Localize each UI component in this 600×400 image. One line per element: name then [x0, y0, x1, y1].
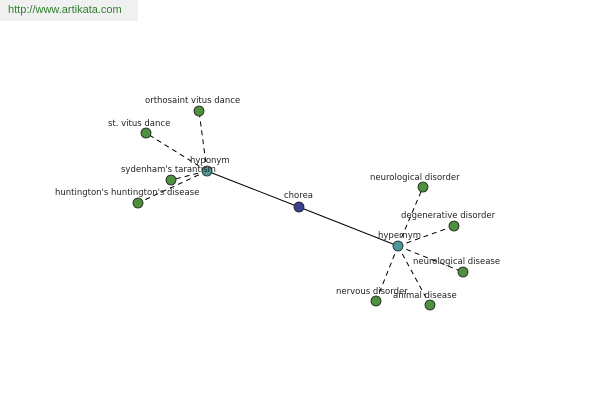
edge-hyponym	[206, 170, 300, 208]
nodes	[132, 105, 469, 311]
edge-neuroDisease	[397, 245, 464, 273]
edge-hypernym	[298, 206, 399, 247]
node-degenerative[interactable]	[448, 220, 460, 232]
edge-orthosaint	[198, 110, 208, 172]
node-stvitus[interactable]	[140, 127, 152, 139]
node-sydenham[interactable]	[165, 174, 177, 186]
edge-neuroDisorder	[397, 186, 424, 247]
edge-stvitus	[145, 132, 208, 172]
edge-sydenham	[170, 170, 208, 181]
label-sydenham: sydenham's tarantism	[121, 165, 216, 175]
node-neuroDisease[interactable]	[457, 266, 469, 278]
label-animal: animal disease	[393, 291, 457, 301]
label-chorea: chorea	[284, 191, 313, 201]
edge-huntington	[137, 170, 208, 204]
label-stvitus: st. vitus dance	[108, 119, 170, 129]
edge-animal	[397, 245, 431, 306]
node-nervous[interactable]	[370, 295, 382, 307]
watermark[interactable]: http://www.artikata.com	[0, 0, 138, 21]
edge-degenerative	[397, 225, 455, 247]
node-neuroDisorder[interactable]	[417, 181, 429, 193]
label-nervous: nervous disorder	[336, 287, 408, 297]
edge-nervous	[375, 245, 399, 302]
label-neuroDisorder: neurological disorder	[370, 173, 460, 183]
label-neuroDisease: neurological disease	[413, 257, 500, 267]
edges	[137, 110, 464, 306]
label-orthosaint: orthosaint vitus dance	[145, 96, 240, 106]
node-hypernym[interactable]	[392, 240, 404, 252]
node-hyponym[interactable]	[201, 165, 213, 177]
label-hyponym: hyponym	[190, 156, 230, 166]
labels: chorea hyponym hypernym orthosaint vitus da…	[55, 96, 500, 301]
node-chorea[interactable]	[293, 201, 305, 213]
node-huntington[interactable]	[132, 197, 144, 209]
node-orthosaint[interactable]	[193, 105, 205, 117]
label-huntington: huntington's huntington's disease	[55, 188, 199, 198]
node-animal[interactable]	[424, 299, 436, 311]
label-hypernym: hypernym	[378, 231, 421, 241]
label-degenerative: degenerative disorder	[401, 211, 496, 221]
